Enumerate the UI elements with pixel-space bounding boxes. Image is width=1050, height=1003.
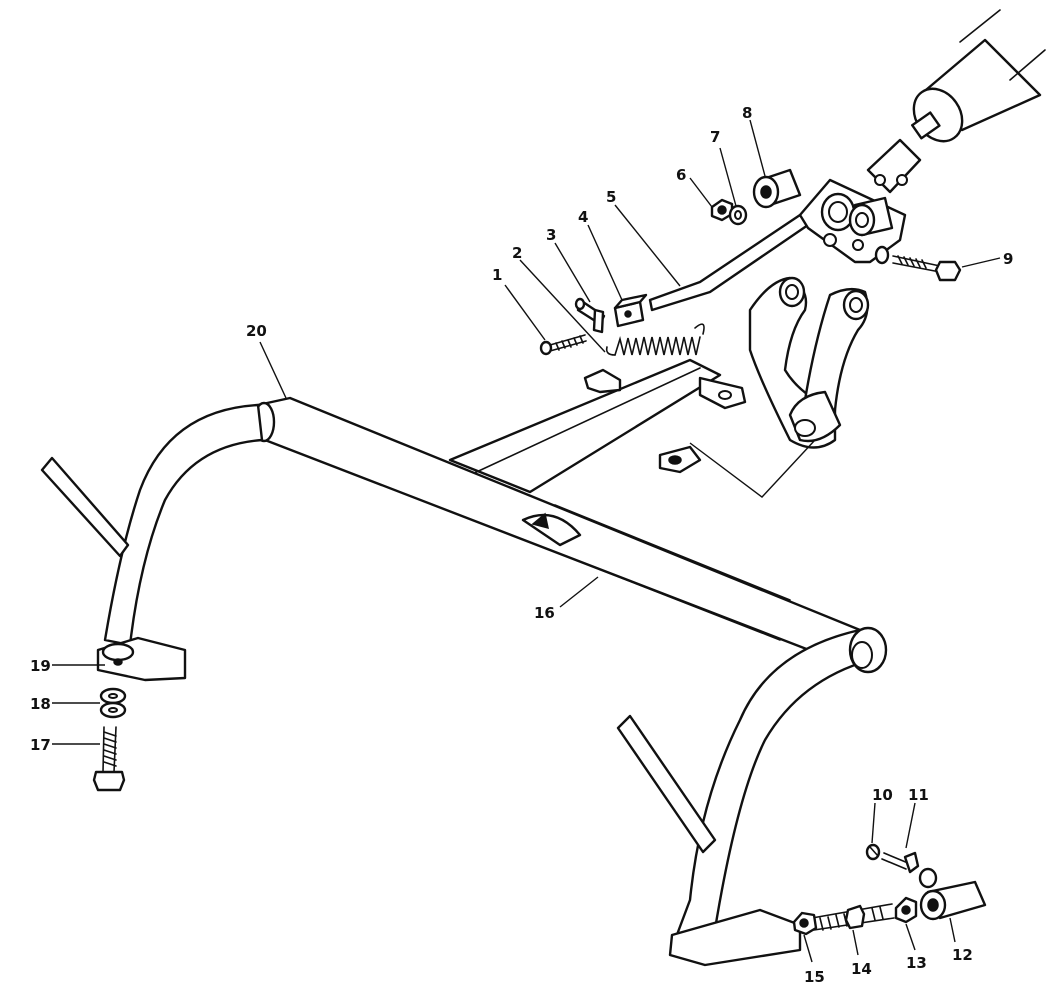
callout-1: 1: [492, 266, 502, 284]
callout-8: 8: [742, 104, 752, 122]
warning-decal-icon: [521, 512, 582, 547]
pin-3: [574, 297, 606, 334]
callout-20: 20: [246, 322, 267, 340]
pin-11: [881, 851, 938, 889]
callout-11: 11: [908, 786, 929, 804]
clamp-block-4: [613, 293, 648, 328]
washer-7: [728, 204, 748, 226]
callout-9: 9: [1003, 250, 1013, 268]
callout-18: 18: [30, 695, 51, 713]
nut-13: [894, 896, 918, 924]
adjuster-bolt-14: [811, 903, 895, 931]
callout-15: 15: [804, 968, 825, 986]
callout-5: 5: [606, 188, 616, 206]
screw-1: [539, 334, 587, 356]
callout-10: 10: [872, 786, 893, 804]
callout-14: 14: [851, 960, 872, 978]
bolt-9: [874, 245, 962, 282]
callout-6: 6: [676, 166, 686, 184]
end-cap-12: [919, 880, 987, 921]
callout-3: 3: [546, 226, 556, 244]
callout-2: 2: [512, 244, 522, 262]
callouts: 1 2 3 4 5 6 7 8 9 10 11 12 13 14 15 16 1…: [30, 104, 1013, 986]
bushing-upper: [752, 168, 802, 209]
tube-frame: [40, 358, 888, 967]
callout-7: 7: [710, 128, 720, 146]
pivot-arm-bracket: [748, 276, 870, 449]
bolt-17: [92, 726, 126, 792]
callout-16: 16: [534, 604, 555, 622]
nut-15: [792, 911, 818, 936]
hydraulic-cylinder: [866, 9, 1046, 194]
bushing-lower: [848, 196, 894, 237]
callout-12: 12: [952, 946, 973, 964]
callout-4: 4: [578, 208, 588, 226]
spring-2: [605, 323, 705, 356]
clip-10: [865, 843, 881, 861]
callout-13: 13: [906, 954, 927, 972]
leader-lines: [52, 119, 1001, 963]
callout-19: 19: [30, 657, 51, 675]
callout-17: 17: [30, 736, 51, 754]
washer-18: [99, 687, 127, 719]
